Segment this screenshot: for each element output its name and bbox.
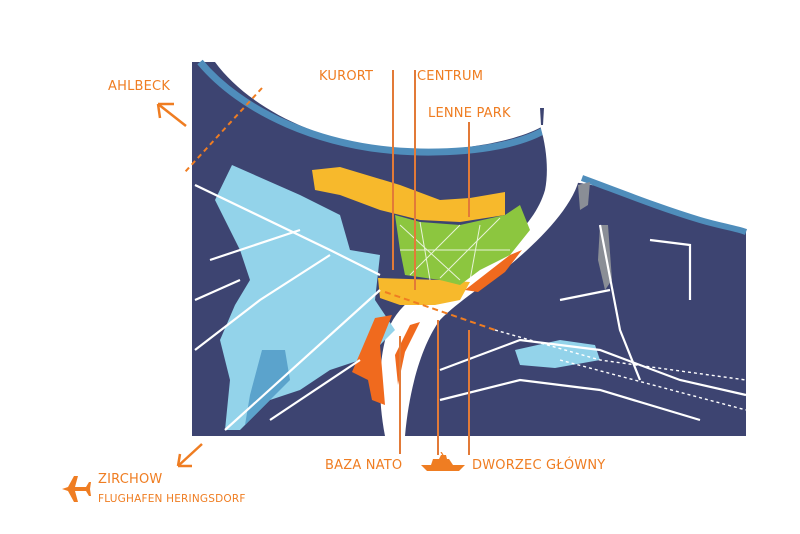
port-nato	[352, 315, 392, 405]
railway	[494, 329, 747, 411]
baza-nato-leader	[399, 336, 401, 454]
ahlbeck-border-line	[184, 87, 263, 173]
label-flughafen: FLUGHAFEN HERINGSDORF	[98, 493, 246, 505]
centrum-leader	[414, 70, 416, 290]
label-centrum: CENTRUM	[417, 69, 484, 84]
label-zirchow: ZIRCHOW	[98, 472, 163, 487]
kurort-zone	[312, 167, 505, 222]
ferry-icon	[421, 452, 465, 471]
industrial-zone-2	[578, 182, 590, 210]
dworzec-leader	[468, 330, 470, 455]
roads	[194, 184, 747, 431]
arrow-down-left-icon	[176, 443, 203, 468]
centrum-zone	[378, 278, 470, 305]
arrow-up-left-icon	[156, 102, 187, 127]
port-east	[465, 250, 522, 292]
label-kurort: KURORT	[319, 69, 374, 84]
label-dworzec: DWORZEC GŁÓWNY	[472, 458, 606, 473]
ferry-leader	[437, 320, 439, 455]
kurort-leader	[392, 70, 394, 270]
label-baza-nato: BAZA NATO	[325, 458, 403, 473]
label-lenne-park: LENNE PARK	[428, 106, 511, 121]
coastline	[197, 59, 550, 156]
lenne-park	[395, 205, 530, 285]
lighthouse-icon	[540, 108, 544, 125]
residential-dark	[245, 350, 290, 425]
airplane-icon	[62, 476, 91, 502]
port-nato-2	[395, 322, 420, 385]
park-paths	[399, 217, 510, 281]
label-ahlbeck: AHLBECK	[108, 79, 171, 94]
coastline-east	[580, 175, 748, 235]
lenne-park-leader	[468, 122, 470, 217]
